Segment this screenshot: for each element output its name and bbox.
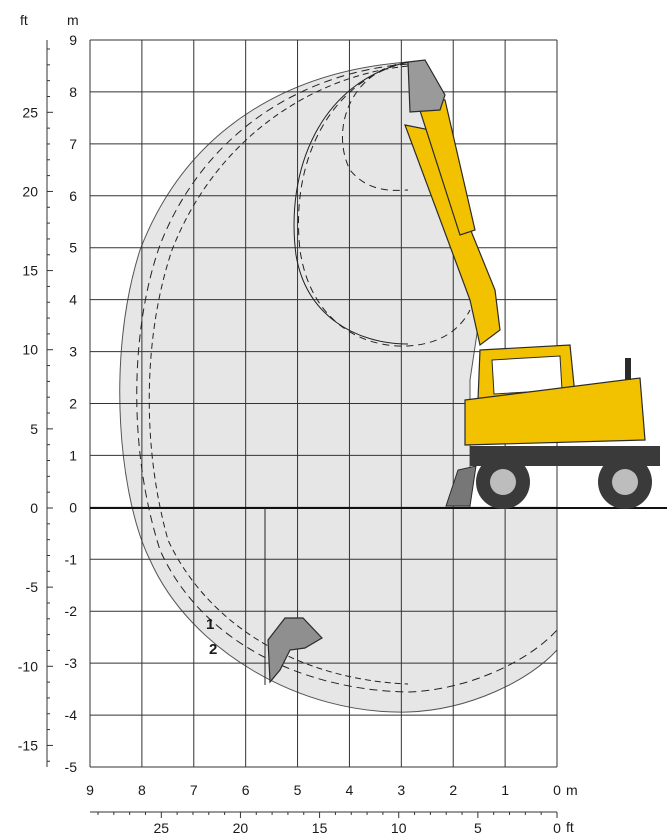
y-tick-ft: 5 [30, 421, 38, 437]
x-axis-ft-ticks: 25 20 15 10 5 0 [90, 811, 561, 836]
y-tick-ft: 10 [22, 342, 38, 358]
x-tick-m: 4 [346, 782, 354, 798]
y-tick-m: 0 [69, 499, 77, 515]
y-tick-m: 4 [69, 292, 77, 308]
y-tick-m: 2 [69, 396, 77, 412]
ft-unit-label-x: ft [566, 819, 574, 835]
curve-label-1: 1 [206, 616, 214, 633]
x-tick-ft: 10 [391, 820, 407, 836]
x-tick-ft: 20 [233, 820, 249, 836]
x-tick-m: 8 [138, 782, 146, 798]
x-tick-m: 1 [501, 782, 509, 798]
m-unit-label-x: m [566, 782, 578, 798]
envelope-curves [136, 61, 558, 693]
cab-window [491, 355, 563, 395]
y-tick-m: -4 [65, 707, 78, 723]
y-tick-ft: 25 [22, 104, 38, 120]
x-tick-m: 2 [449, 782, 457, 798]
x-tick-m: 7 [190, 782, 198, 798]
rear-rim [612, 469, 638, 495]
x-tick-ft: 5 [474, 820, 482, 836]
x-tick-m: 0 [553, 782, 561, 798]
top-bucket [407, 59, 446, 113]
upper-reach-loop [342, 61, 409, 191]
x-tick-m: 9 [86, 782, 94, 798]
y-tick-m: -2 [65, 603, 78, 619]
deep-bucket [267, 617, 323, 684]
dozer-blade [445, 465, 477, 507]
x-tick-ft: 25 [154, 820, 170, 836]
y-tick-m: 6 [69, 188, 77, 204]
y-tick-ft: 0 [30, 500, 38, 516]
curve-label-2: 2 [209, 641, 217, 658]
m-unit-label-y: m [67, 12, 79, 28]
excavator-body [464, 377, 646, 446]
bucket-icon [264, 508, 323, 685]
y-tick-m: 8 [69, 84, 77, 100]
y-tick-m: 9 [69, 32, 77, 48]
y-tick-m: -1 [65, 551, 78, 567]
x-tick-m: 5 [294, 782, 302, 798]
x-axis-m-ticks: 9 8 7 6 5 4 3 2 1 0 [86, 782, 561, 798]
x-tick-ft: 0 [553, 820, 561, 836]
y-tick-m: 5 [69, 240, 77, 256]
front-rim [490, 469, 516, 495]
y-axis-ft-ticks: 25 20 15 10 5 0 -5 -10 -15 [18, 40, 53, 767]
exhaust-pipe [625, 358, 631, 380]
upper-reach-solid [293, 61, 409, 345]
upper-reach-loop-2 [298, 61, 471, 347]
x-tick-m: 3 [397, 782, 405, 798]
y-tick-m: 1 [69, 447, 77, 463]
envelope-curve-2 [136, 63, 558, 693]
y-tick-ft: 15 [22, 263, 38, 279]
y-tick-ft: -10 [18, 658, 38, 674]
y-tick-m: 3 [69, 344, 77, 360]
y-tick-ft: -5 [26, 579, 39, 595]
y-axis-m-ticks: 9 8 7 6 5 4 3 2 1 0 -1 -2 -3 -4 -5 [65, 32, 78, 775]
y-tick-m: -3 [65, 655, 78, 671]
wheeled-excavator-icon [404, 59, 660, 509]
envelope-curve-1 [148, 65, 409, 685]
y-tick-ft: -15 [18, 737, 38, 753]
y-tick-m: 7 [69, 136, 77, 152]
y-tick-m: -5 [65, 759, 78, 775]
x-tick-ft: 15 [312, 820, 328, 836]
y-tick-ft: 20 [22, 183, 38, 199]
x-tick-m: 6 [242, 782, 250, 798]
ft-unit-label-y: ft [20, 12, 28, 28]
